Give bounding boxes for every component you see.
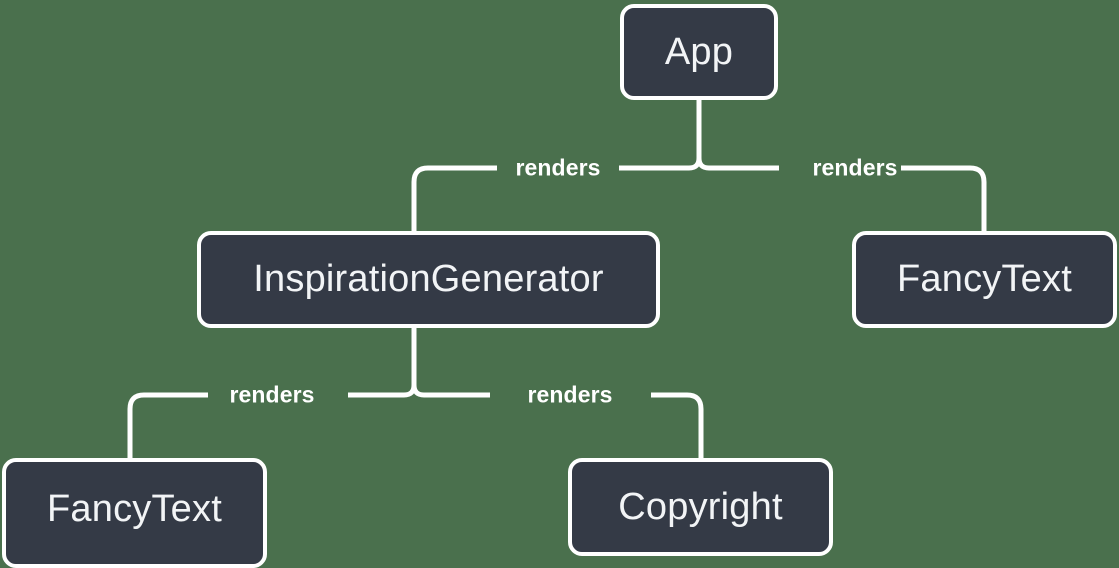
- node-copyright[interactable]: Copyright: [568, 458, 833, 556]
- edge-inspgen-to-copyright: [651, 392, 704, 458]
- node-fancytext-left[interactable]: FancyText: [2, 458, 267, 568]
- edge-app-to-inspgen: [411, 165, 497, 231]
- edge-app-junction-left: [619, 157, 702, 171]
- edge-label-inspirationgenerator-fancytext: renders: [229, 381, 315, 408]
- edge-inspgen-to-fancytext-left: [127, 392, 208, 458]
- node-app-label: App: [664, 30, 734, 73]
- edge-inspgen-junction-left: [348, 384, 417, 398]
- node-inspiration-generator[interactable]: InspirationGenerator: [197, 231, 660, 328]
- node-fancytext-right-label: FancyText: [897, 258, 1072, 300]
- node-app[interactable]: App: [620, 4, 778, 100]
- edge-app-junction-right: [696, 157, 779, 171]
- edge-app-to-fancytext-right: [901, 165, 987, 231]
- node-inspiration-generator-label: InspirationGenerator: [253, 258, 604, 300]
- node-fancytext-right[interactable]: FancyText: [852, 231, 1117, 328]
- node-copyright-label: Copyright: [618, 485, 783, 528]
- edge-label-inspirationgenerator-copyright: renders: [527, 381, 613, 408]
- edge-inspgen-junction-right: [411, 384, 490, 398]
- edge-label-app-inspirationgenerator: renders: [515, 154, 601, 181]
- node-fancytext-left-label: FancyText: [47, 487, 222, 530]
- edge-label-app-fancytext: renders: [812, 154, 898, 181]
